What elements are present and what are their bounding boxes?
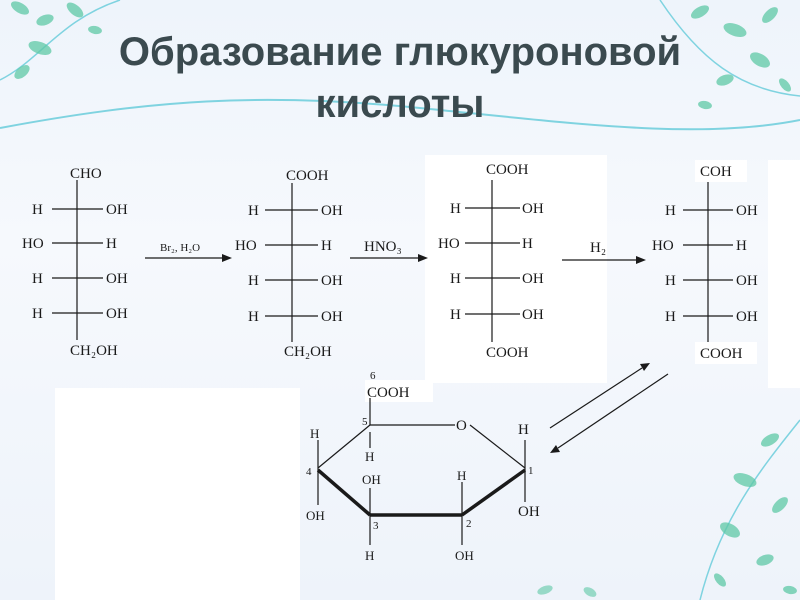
- ring-c4-oh: OH: [306, 508, 325, 523]
- equilibrium-arrow-up: [549, 367, 643, 429]
- glucaric-bottom-group: COOH: [486, 345, 529, 361]
- ring-c1-h: H: [518, 422, 529, 438]
- ring-c6-group: COOH: [367, 385, 410, 401]
- slide-title-line-2: кислоты: [315, 82, 485, 126]
- glucuronic-c3-right: H: [736, 238, 747, 254]
- glucaric-c5-left: H: [450, 307, 461, 323]
- reagent-1-label: Br₂, H₂O: [160, 242, 200, 254]
- slide-title-line-1: Образование глюкуроновой: [118, 30, 682, 74]
- leaf-cluster-top-right: [690, 5, 791, 110]
- reagent-3-label: H₂: [590, 240, 606, 256]
- glucose-c3-left: HO: [22, 236, 44, 252]
- gluconic-c5-right: OH: [321, 309, 343, 325]
- gluconic-c2-left: H: [248, 203, 259, 219]
- glucuronic-c2-right: OH: [736, 203, 758, 219]
- glucaric-acid-structure: COOH H OH HO H H OH H OH COOH: [438, 162, 544, 361]
- glucaric-c4-right: OH: [522, 271, 544, 287]
- glucuronic-c5-left: H: [665, 309, 676, 325]
- glucaric-c2-left: H: [450, 201, 461, 217]
- glucose-c5-right: OH: [106, 306, 128, 322]
- glucose-bottom-group: CH₂OH: [70, 343, 118, 359]
- ring-c3-number: 3: [373, 520, 379, 532]
- vine-line-left: [0, 0, 121, 81]
- glucaric-top-group: COOH: [486, 162, 529, 178]
- glucaric-c4-left: H: [450, 271, 461, 287]
- glucose-top-group: CHO: [70, 166, 102, 182]
- ring-c4-h: H: [310, 426, 319, 441]
- glucuronic-c5-right: OH: [736, 309, 758, 325]
- glucaric-c3-right: H: [522, 236, 533, 252]
- gluconic-bottom-group: CH₂OH: [284, 344, 332, 360]
- arrow-1-head: [222, 254, 232, 262]
- gluconic-c3-right: H: [321, 238, 332, 254]
- glucuronic-top-group: COH: [700, 164, 732, 180]
- glucose-c4-right: OH: [106, 271, 128, 287]
- ring-c2-oh: OH: [455, 548, 474, 563]
- gluconic-c5-left: H: [248, 309, 259, 325]
- leaf-cluster-top-left: [10, 1, 102, 79]
- glucaric-c3-left: HO: [438, 236, 460, 252]
- equilibrium-arrow-up-head: [640, 363, 650, 371]
- gluconic-top-group: COOH: [286, 168, 329, 184]
- glucaric-c2-right: OH: [522, 201, 544, 217]
- vine-line-top: [0, 98, 800, 131]
- ring-c3-h: H: [365, 548, 374, 563]
- ring-c1-number: 1: [528, 465, 534, 477]
- ring-c3-oh: OH: [362, 472, 381, 487]
- reagent-2-label: HNO₃: [364, 239, 402, 255]
- ring-c6-number: 6: [370, 370, 376, 382]
- arrow-3-head: [636, 256, 646, 264]
- ring-c2-h: H: [457, 468, 466, 483]
- glucuronic-c4-right: OH: [736, 273, 758, 289]
- equilibrium-arrow-down-head: [550, 445, 560, 453]
- gluconic-c4-right: OH: [321, 273, 343, 289]
- vine-line-bottom-right: [699, 419, 800, 600]
- ring-c4-number: 4: [306, 466, 312, 478]
- ring-c5-h: H: [365, 449, 374, 464]
- equilibrium-arrow-down: [557, 373, 669, 449]
- glucose-c3-right: H: [106, 236, 117, 252]
- glucuronic-bottom-group: COOH: [700, 346, 743, 362]
- haworth-ring-structure: 6 COOH 5 O H 1 OH H H 4 OH OH 3 H H 2 OH: [306, 370, 540, 563]
- glucuronic-c2-left: H: [665, 203, 676, 219]
- glucuronic-acid-structure: COH H OH HO H H OH H OH COOH: [652, 160, 758, 364]
- glucose-structure: CHO H OH HO H H OH H OH CH₂OH: [22, 166, 128, 359]
- glucaric-c5-right: OH: [522, 307, 544, 323]
- glucose-c2-right: OH: [106, 202, 128, 218]
- gluconic-c2-right: OH: [321, 203, 343, 219]
- ring-c2-number: 2: [466, 518, 472, 530]
- gluconic-c3-left: HO: [235, 238, 257, 254]
- white-panel-glucaric: [425, 155, 607, 383]
- glucuronic-c4-left: H: [665, 273, 676, 289]
- glucuronic-c3-left: HO: [652, 238, 674, 254]
- ring-c5-number: 5: [362, 416, 368, 428]
- glucose-c4-left: H: [32, 271, 43, 287]
- ring-c1-oh: OH: [518, 504, 540, 520]
- glucose-c5-left: H: [32, 306, 43, 322]
- gluconic-acid-structure: COOH H OH HO H H OH H OH CH₂OH: [235, 168, 343, 360]
- glucose-c2-left: H: [32, 202, 43, 218]
- white-panel-right: [768, 160, 800, 388]
- arrow-2-head: [418, 254, 428, 262]
- ring-oxygen: O: [456, 418, 467, 434]
- white-panel-left: [55, 388, 300, 600]
- leaf-cluster-bottom-right: [714, 433, 797, 595]
- vine-line-right: [659, 0, 800, 97]
- gluconic-c4-left: H: [248, 273, 259, 289]
